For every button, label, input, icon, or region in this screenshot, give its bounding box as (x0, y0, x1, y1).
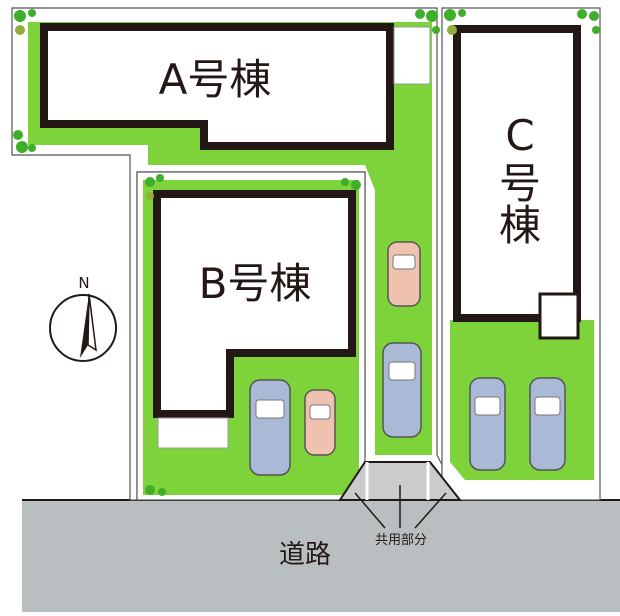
car (382, 342, 422, 438)
shared-area-label: 共用部分 (375, 533, 427, 548)
building-b (153, 190, 356, 418)
shared-area (338, 461, 463, 501)
building-c-label-1: C (505, 111, 534, 160)
car (529, 377, 566, 471)
tree-icons (13, 9, 600, 496)
shared-area-leaders (354, 485, 447, 529)
building-a-porch (393, 26, 431, 85)
building-b-porch (157, 417, 229, 449)
building-c (453, 25, 581, 322)
road-label: 道路 (279, 540, 331, 570)
compass-north-label: N (78, 274, 89, 292)
car (469, 377, 506, 471)
car (249, 379, 291, 476)
building-b-label: B号棟 (199, 259, 312, 308)
building-a (40, 23, 394, 150)
building-c-label-2: 号 (499, 159, 541, 208)
road (22, 500, 620, 612)
building-a-label: A号棟 (159, 55, 272, 104)
building-c-label-3: 棟 (499, 201, 541, 250)
building-c-porch (538, 292, 580, 340)
car (387, 241, 421, 307)
car (304, 389, 336, 456)
compass-icon: N (49, 274, 117, 362)
